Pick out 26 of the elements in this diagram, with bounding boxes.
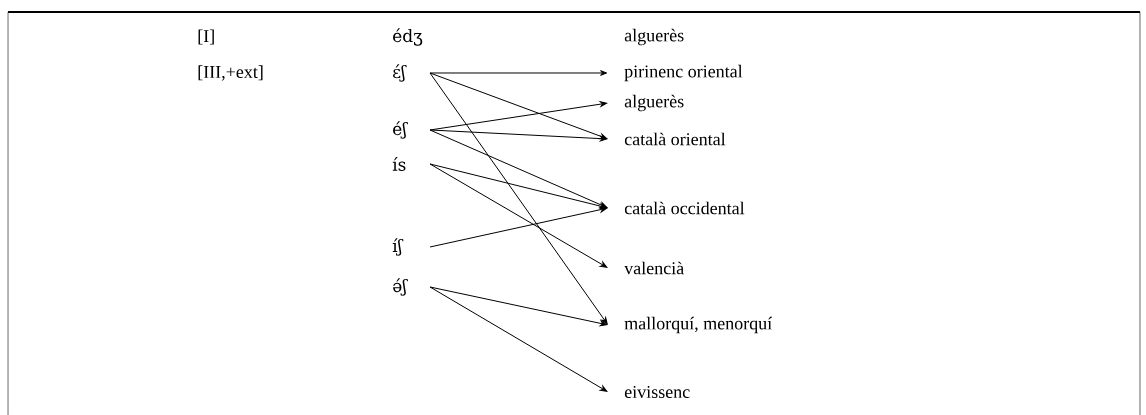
arrow bbox=[429, 72, 608, 140]
arrow bbox=[429, 129, 608, 142]
arrow bbox=[429, 72, 608, 325]
phonetic-form: ə́ʃ bbox=[393, 278, 408, 296]
arrow bbox=[429, 163, 608, 209]
dialect-name: mallorquí, menorquí bbox=[624, 316, 772, 334]
arrow bbox=[429, 163, 608, 268]
arrow bbox=[429, 129, 608, 208]
dialect-name: valencià bbox=[624, 261, 684, 275]
arrow bbox=[429, 286, 608, 327]
phonetic-form: íʃ bbox=[392, 238, 404, 256]
dialect-name: alguerès bbox=[624, 94, 684, 112]
arrow bbox=[429, 286, 608, 392]
phonetic-form: éʃ bbox=[393, 121, 408, 139]
phonetic-form: ís bbox=[392, 157, 406, 171]
feature-label: [I] bbox=[198, 29, 214, 45]
arrow bbox=[429, 70, 608, 76]
dialect-name: pirinenc oriental bbox=[624, 64, 743, 82]
phonetic-form: ɛ́ʃ bbox=[393, 64, 407, 82]
dialect-name: alguerès bbox=[624, 28, 684, 46]
dialect-name: eivissenc bbox=[624, 385, 690, 399]
dialect-name: català oriental bbox=[624, 132, 726, 146]
feature-label: [III,+ext] bbox=[198, 65, 263, 81]
phonetic-form: édʒ bbox=[393, 28, 423, 46]
arrow bbox=[429, 206, 608, 248]
dialect-name: català occidental bbox=[624, 201, 745, 215]
